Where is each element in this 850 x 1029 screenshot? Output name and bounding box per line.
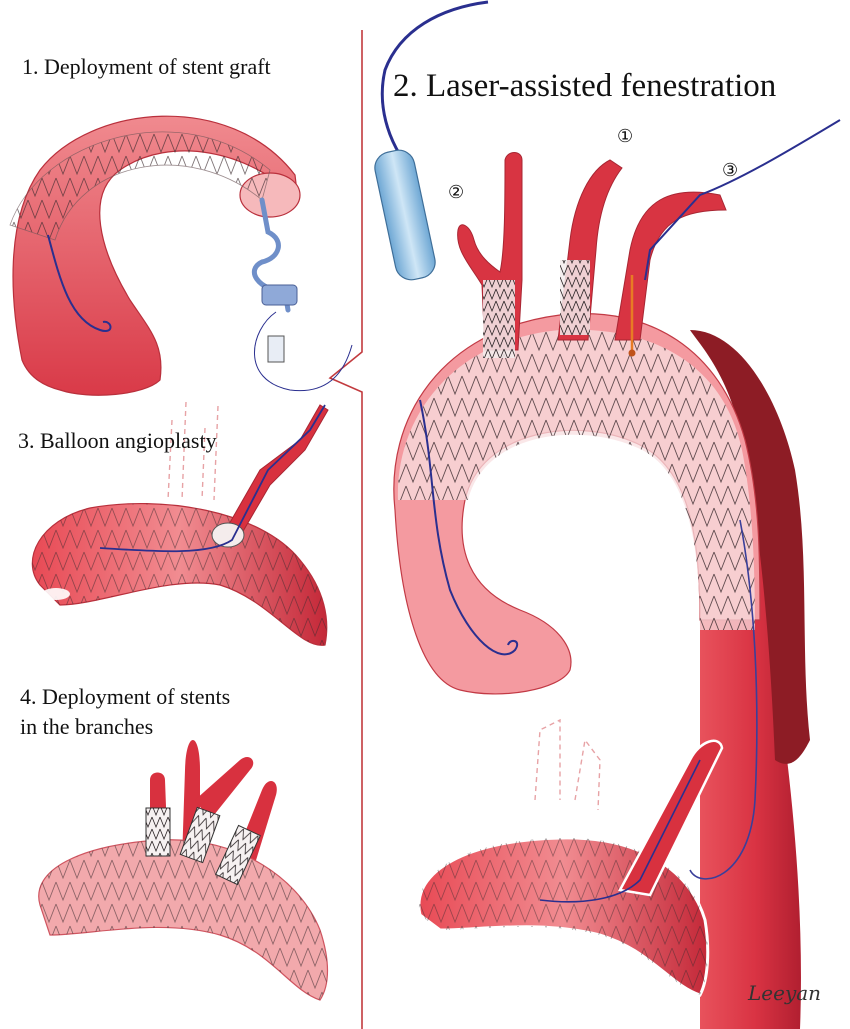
guidewire-3 bbox=[99, 404, 326, 553]
branch-stent-4a-mesh bbox=[146, 808, 170, 856]
stent-graft-1 bbox=[9, 131, 271, 241]
false-lumen bbox=[690, 330, 810, 764]
branch-number-3: ③ bbox=[722, 160, 738, 181]
guidewire-2-inset bbox=[539, 759, 701, 903]
faint-branches-2 bbox=[534, 718, 601, 811]
branch-number-2: ② bbox=[448, 182, 464, 203]
stent-mesh-3 bbox=[32, 503, 327, 646]
catheter-cable bbox=[380, 0, 489, 156]
balloon-3 bbox=[211, 522, 245, 548]
faint-branches-3 bbox=[167, 401, 219, 501]
step-4-label-line2: in the branches bbox=[20, 714, 153, 739]
delivery-hub-1 bbox=[267, 335, 285, 363]
branch-left-subclavian bbox=[614, 191, 727, 341]
guidewire-2-branch bbox=[644, 119, 841, 281]
branch-number-1: ① bbox=[617, 126, 633, 147]
panel-1-illustration bbox=[9, 115, 353, 396]
step-2-label: 2. Laser-assisted fenestration bbox=[393, 68, 776, 104]
branch-stent-4b-mesh bbox=[180, 807, 220, 863]
panel-4-illustration bbox=[38, 740, 329, 1001]
branch-4c bbox=[195, 757, 254, 820]
branch-stent-2a-mesh bbox=[483, 280, 515, 358]
artist-signature: Leeyan bbox=[747, 981, 821, 1005]
guidewire-1 bbox=[47, 234, 112, 333]
stent-graft-2-mesh bbox=[397, 329, 755, 630]
stent-mesh-4 bbox=[38, 839, 328, 1000]
panel-3-illustration bbox=[31, 401, 329, 646]
vessel-end-3 bbox=[42, 588, 70, 600]
step-3-label: 3. Balloon angioplasty bbox=[18, 428, 217, 453]
guidewire-2-arch bbox=[419, 399, 519, 656]
guidewire-1-tail bbox=[254, 311, 353, 392]
panel-divider bbox=[328, 30, 363, 1029]
branch-stent-2b-mesh bbox=[560, 260, 590, 335]
catheter-body bbox=[374, 149, 436, 281]
panel-2-illustration bbox=[374, 0, 841, 1029]
branch-stent-4c-mesh bbox=[215, 825, 261, 885]
delivery-handle-1 bbox=[261, 284, 298, 306]
step-4-label-line1: 4. Deployment of stents bbox=[20, 684, 230, 709]
descending-aorta bbox=[700, 520, 801, 1029]
guidewire-2-desc bbox=[689, 519, 758, 880]
step-1-label: 1. Deployment of stent graft bbox=[22, 54, 271, 79]
laser-tip bbox=[628, 349, 636, 357]
